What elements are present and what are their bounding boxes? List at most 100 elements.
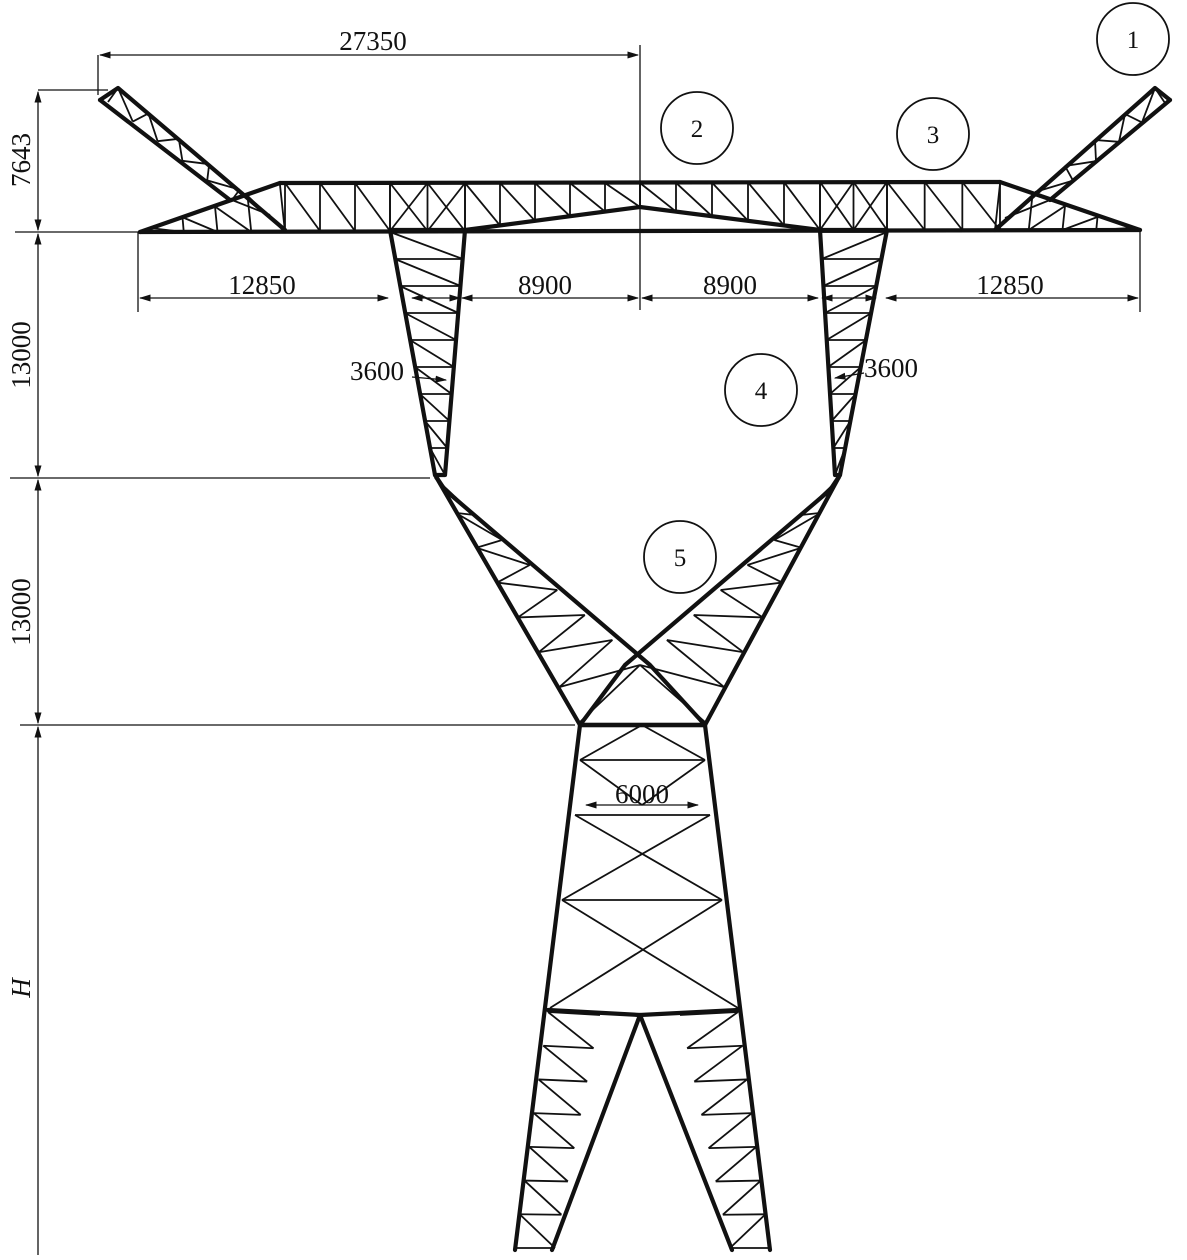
- lattice-member: [961, 181, 1001, 231]
- lattice-member: [1154, 87, 1166, 104]
- lattice-member: [1027, 194, 1034, 231]
- lattice-member: [679, 1011, 739, 1016]
- lattice-member: [666, 639, 725, 688]
- marker-3-circle: [896, 97, 970, 171]
- dimension-labels: 27350 12850 8900 8900 12850 3600 3600 60…: [6, 26, 1044, 999]
- marker-2-label: 2: [691, 116, 704, 143]
- lattice-member: [409, 339, 455, 368]
- lattice-member: [569, 182, 606, 213]
- lattice-member: [117, 87, 134, 122]
- middle-right-diagonal: [577, 472, 843, 728]
- lattice-member: [132, 112, 149, 123]
- lattice-member: [708, 1112, 753, 1149]
- lattice-member: [537, 1078, 582, 1116]
- lattice-member: [561, 814, 711, 901]
- lattice-member: [182, 216, 218, 233]
- lattice-member: [534, 182, 571, 217]
- lattice-member: [639, 664, 725, 689]
- crossarm-inner-v-chord: [462, 204, 823, 233]
- lattice-member: [517, 589, 558, 619]
- lattice-member: [1034, 179, 1074, 193]
- lattice-member: [542, 1045, 588, 1083]
- lattice-member: [499, 182, 536, 222]
- lattice-member: [715, 1146, 757, 1183]
- part-markers: 1 2 3 4 5: [643, 2, 1170, 594]
- marker-4-label: 4: [755, 378, 768, 405]
- lattice-member: [720, 589, 764, 619]
- lattice-member: [783, 181, 821, 231]
- lattice-member: [1034, 191, 1051, 201]
- label-inner-right: 8900: [703, 270, 757, 300]
- lattice-member: [399, 285, 459, 314]
- lattice-member: [404, 312, 457, 341]
- lattice-member: [147, 113, 159, 142]
- lattice-member: [177, 138, 184, 161]
- lattice-member: [715, 1179, 761, 1183]
- lattice-member: [639, 182, 677, 213]
- lattice-member: [774, 539, 802, 549]
- lattice-member: [852, 181, 888, 231]
- lattice-member: [214, 206, 219, 233]
- label-inner-left: 8900: [518, 270, 572, 300]
- lattice-member: [641, 724, 706, 761]
- lattice-member: [821, 231, 888, 260]
- lattice-member: [1095, 216, 1099, 231]
- lattice-member: [426, 182, 466, 232]
- lattice-member: [157, 137, 179, 143]
- lattice-member: [524, 1179, 568, 1183]
- lattice-member: [538, 1078, 588, 1083]
- label-height-upper: 13000: [6, 321, 36, 389]
- marker-5-circle: [643, 520, 717, 594]
- lattice-member: [708, 1145, 757, 1150]
- lattice-member: [579, 664, 641, 723]
- lattice-member: [528, 1146, 569, 1183]
- lattice-member: [517, 614, 585, 619]
- label-height-middle: 13000: [6, 578, 36, 646]
- lattice-member: [800, 477, 841, 516]
- lattice-member: [538, 614, 586, 653]
- body-inner-legs: [549, 1012, 735, 1253]
- label-height-body: H: [6, 977, 36, 999]
- lattice-member: [834, 447, 847, 476]
- lattice-member: [822, 258, 883, 287]
- lattice-member: [464, 182, 501, 226]
- lattice-member: [666, 639, 744, 654]
- lattice-member: [246, 195, 253, 233]
- lattice-member: [319, 182, 356, 232]
- lattice-member: [1061, 205, 1066, 231]
- lattice-member: [1124, 113, 1143, 124]
- lattice-member: [519, 1213, 556, 1249]
- lattice-member: [694, 1078, 748, 1083]
- lattice-member: [693, 614, 763, 619]
- lattice-member: [231, 199, 271, 216]
- lattice-member: [686, 1011, 739, 1050]
- lattice-member: [826, 312, 872, 341]
- lattice-member: [711, 181, 749, 222]
- upper-left-leg: [387, 227, 468, 478]
- marker-5-label: 5: [674, 545, 687, 572]
- lattice-member: [429, 447, 446, 476]
- lattice-member: [923, 181, 964, 231]
- lattice-member: [389, 182, 429, 232]
- lattice-member: [279, 184, 286, 233]
- lattice-member: [994, 183, 1001, 231]
- lattice-member: [747, 546, 802, 566]
- marker-1-circle: [1096, 2, 1170, 76]
- lattice-member: [604, 182, 641, 208]
- lattice-member: [354, 182, 391, 232]
- lattice-member: [214, 205, 252, 233]
- lattice-member: [720, 581, 783, 591]
- lattice-member: [206, 179, 240, 191]
- lattice-member: [1062, 216, 1098, 231]
- lattice-member: [284, 182, 321, 232]
- lattice-member: [538, 639, 613, 654]
- lattice-member: [434, 477, 476, 516]
- lattice-member: [773, 512, 822, 541]
- label-outer-right: 12850: [976, 270, 1044, 300]
- body-left-leg: [512, 722, 583, 1253]
- lattice-member: [476, 539, 503, 549]
- lattice-member: [675, 182, 713, 217]
- lattice-member: [830, 393, 857, 422]
- lattice-member: [641, 759, 706, 806]
